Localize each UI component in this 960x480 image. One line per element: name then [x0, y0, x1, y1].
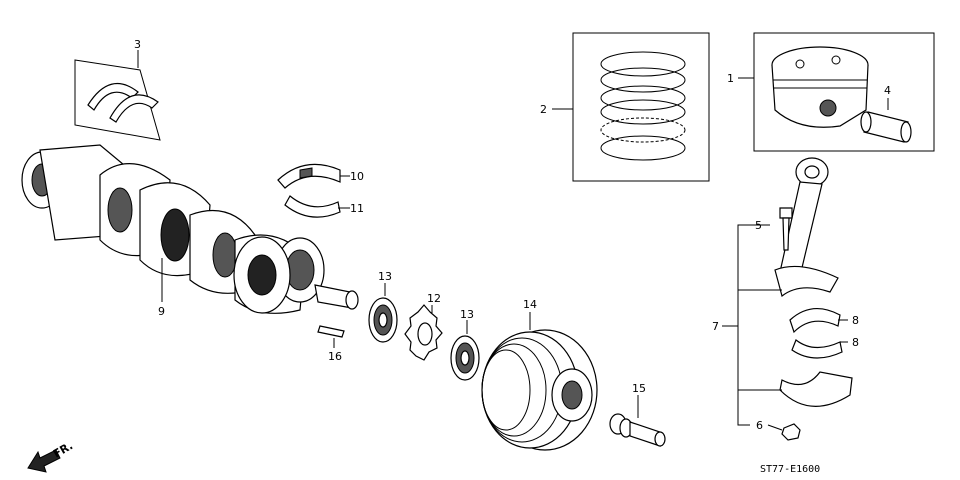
- main-bearing-lower-part: [284, 195, 341, 218]
- spacer-washer-left-part: [368, 297, 398, 343]
- pulley-bolt-part: [609, 413, 666, 447]
- diagram-code: ST77-E1600: [760, 464, 820, 475]
- direction-label: FR.: [51, 439, 75, 460]
- main-bearing-upper-part: [277, 163, 341, 189]
- callout-8-lower: 8: [852, 336, 859, 349]
- crankshaft-pulley-part: [481, 329, 598, 451]
- crankshaft-part: [21, 144, 359, 314]
- rod-nut-part: [781, 423, 801, 441]
- thrust-washer-part: [74, 59, 161, 141]
- piston-box: [753, 32, 935, 152]
- callout-9: 9: [158, 305, 165, 318]
- piston-rings-part: [600, 51, 686, 161]
- callout-8-upper: 8: [852, 314, 859, 327]
- callout-14: 14: [523, 298, 537, 311]
- rod-cap-part: [779, 371, 853, 407]
- rod-bolt-part: [779, 207, 793, 251]
- spacer-washer-right-part: [450, 335, 480, 381]
- callout-12: 12: [427, 292, 441, 305]
- callout-6: 6: [756, 419, 763, 432]
- callout-3: 3: [134, 38, 141, 51]
- rod-bearing-upper-part: [789, 308, 841, 334]
- callout-1: 1: [727, 72, 734, 85]
- callout-2: 2: [540, 103, 547, 116]
- piston-ring-box: [572, 32, 710, 182]
- piston-part: [771, 46, 869, 128]
- rod-bearing-lower-part: [791, 339, 843, 359]
- connecting-rod-part: [774, 157, 839, 298]
- callout-13-right: 13: [460, 308, 474, 321]
- callout-15: 15: [632, 382, 646, 395]
- arrow-down-left-icon: [27, 449, 61, 473]
- callout-13-left: 13: [378, 270, 392, 283]
- callout-7: 7: [712, 320, 719, 333]
- callout-4: 4: [884, 84, 891, 97]
- callout-5: 5: [755, 219, 762, 232]
- callout-10: 10: [350, 170, 364, 183]
- callout-16: 16: [328, 350, 342, 363]
- timing-sprocket-part: [404, 304, 443, 361]
- callout-11: 11: [350, 202, 364, 215]
- woodruff-key-part: [317, 325, 345, 338]
- piston-pin-part: [860, 111, 912, 143]
